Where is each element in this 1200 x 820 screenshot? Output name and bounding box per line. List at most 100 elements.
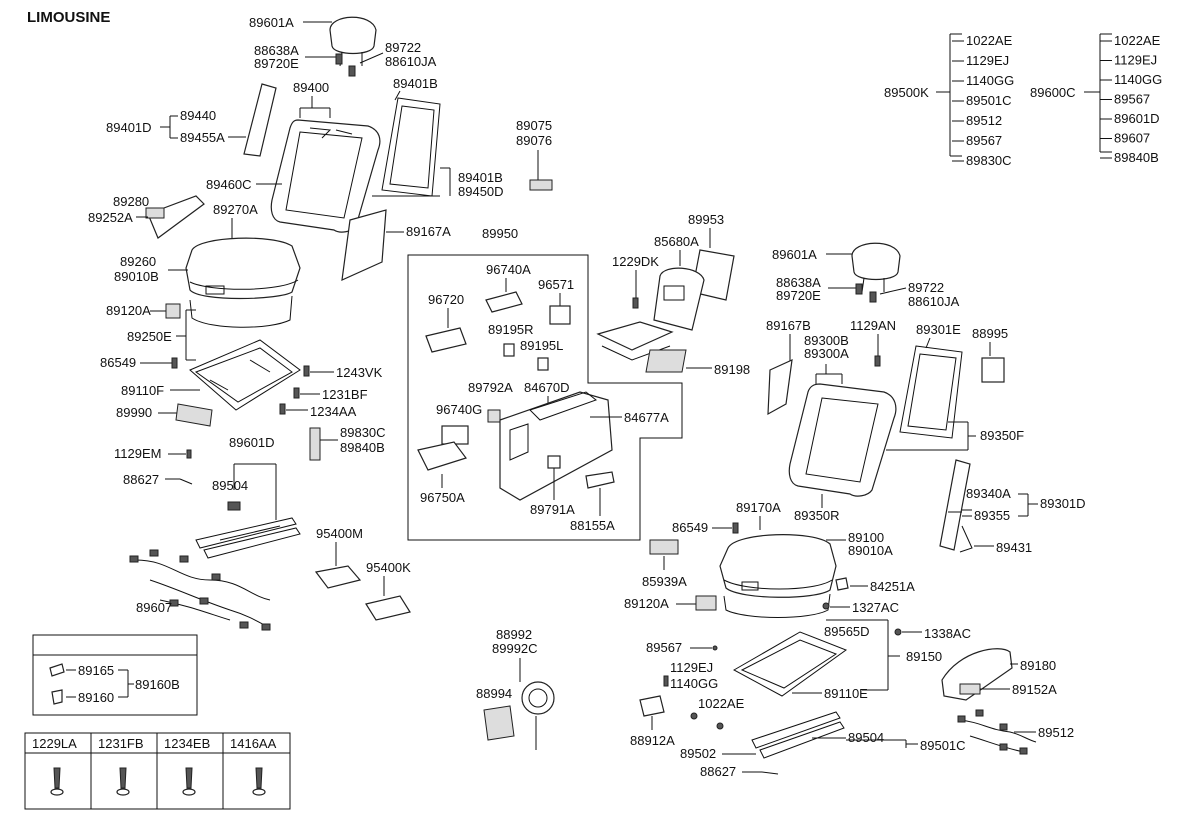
label-89120A: 89120A	[106, 303, 151, 318]
label-96740A: 96740A	[486, 262, 531, 277]
label-89953: 89953	[688, 212, 724, 227]
guide-pin	[335, 53, 343, 65]
label-85939A: 85939A	[642, 574, 687, 589]
label-89450D: 89450D	[458, 184, 504, 199]
screw	[663, 675, 669, 687]
label-88627-right: 88627	[700, 764, 736, 779]
label-89110F: 89110F	[121, 383, 164, 398]
label-89950: 89950	[482, 226, 518, 241]
label-89460C: 89460C	[206, 177, 252, 192]
label-89990: 89990	[116, 405, 152, 420]
label-84251A: 84251A	[870, 579, 915, 594]
group-child-label: 1129EJ	[966, 53, 1009, 68]
label-89270A: 89270A	[213, 202, 258, 217]
label-89301D: 89301D	[1040, 496, 1086, 511]
module-95400M	[314, 565, 362, 589]
label-89170A: 89170A	[736, 500, 781, 515]
seat-rail-left	[195, 517, 301, 559]
group-child-label: 89601D	[1114, 111, 1160, 126]
group-child-label: 89512	[966, 113, 1002, 128]
label-1327AC: 1327AC	[852, 600, 899, 615]
label-89601D: 89601D	[229, 435, 275, 450]
label-89300B: 89300B	[804, 333, 849, 348]
seat-cover-clip	[165, 303, 181, 319]
group-child-label: 89830C	[966, 153, 1012, 168]
label-88610JA-right: 88610JA	[908, 294, 960, 309]
guide-pin	[869, 291, 877, 303]
screw-icon	[116, 767, 130, 796]
label-1129EJ: 1129EJ	[670, 660, 713, 675]
label-89720E-right: 89720E	[776, 288, 821, 303]
label-89350F: 89350F	[980, 428, 1024, 443]
label-1140GG: 1140GG	[670, 676, 718, 691]
label-89720E: 89720E	[254, 56, 299, 71]
cushion-frame-right	[732, 631, 848, 697]
armrest-left	[145, 195, 205, 239]
cover-89195L	[537, 357, 549, 371]
group-child-label: 89607	[1114, 131, 1150, 146]
label-89160: 89160	[78, 690, 114, 705]
switch-96740A	[485, 291, 523, 313]
group-child-label: 89501C	[966, 93, 1012, 108]
table-header-1229LA: 1229LA	[32, 736, 77, 751]
label-95400M: 95400M	[316, 526, 363, 541]
diagram-title: LIMOUSINE	[27, 9, 110, 26]
label-88994: 88994	[476, 686, 512, 701]
nut	[690, 712, 698, 720]
label-96571: 96571	[538, 277, 574, 292]
label-85680A: 85680A	[654, 234, 699, 249]
label-89440: 89440	[180, 108, 216, 123]
seat-back-right	[788, 383, 897, 497]
seat-cover-clip-right	[695, 595, 717, 611]
label-89100: 89100	[848, 530, 884, 545]
switch-96740G	[441, 425, 469, 445]
label-1022AE: 1022AE	[698, 696, 745, 711]
screw	[632, 297, 639, 309]
label-1231BF: 1231BF	[322, 387, 368, 402]
seat-cushion-right	[719, 534, 837, 618]
lamp-89791A	[547, 455, 561, 469]
label-89567: 89567	[646, 640, 682, 655]
group-child-label: 1022AE	[1114, 33, 1161, 48]
headrest-left	[329, 16, 377, 67]
panel-96750A	[417, 441, 467, 471]
label-89500K: 89500K	[884, 85, 929, 100]
cushion-frame-left	[189, 339, 301, 411]
screw-icon	[50, 767, 64, 796]
label-89340A: 89340A	[966, 486, 1011, 501]
module-95400K	[365, 595, 411, 621]
group-child-label: 89567	[1114, 92, 1150, 107]
side-panel-right	[939, 459, 971, 551]
screw-icon	[182, 767, 196, 796]
label-86549: 86549	[100, 355, 136, 370]
blower-motor	[521, 681, 555, 750]
label-88627: 88627	[123, 472, 159, 487]
table-header-1416AA: 1416AA	[230, 736, 277, 751]
label-89355: 89355	[974, 508, 1010, 523]
seat-back-left	[270, 119, 381, 233]
seat-cushion-left	[185, 237, 301, 328]
screw-icon	[252, 767, 266, 796]
bolt	[171, 357, 178, 369]
clip	[712, 645, 718, 651]
label-89152A: 89152A	[1012, 682, 1057, 697]
label-88610JA: 88610JA	[385, 54, 437, 69]
seat-rail-right	[751, 711, 845, 759]
label-89502: 89502	[680, 746, 716, 761]
cover-89195R	[503, 343, 515, 357]
bolt	[303, 365, 310, 377]
label-96750A: 96750A	[420, 490, 465, 505]
console-group-box	[407, 254, 683, 541]
mat-89198	[645, 349, 687, 373]
label-1129EM: 1129EM	[114, 446, 161, 461]
label-89840B: 89840B	[340, 440, 385, 455]
group-child-label: 1022AE	[966, 33, 1013, 48]
label-88995: 88995	[972, 326, 1008, 341]
label-89195L: 89195L	[520, 338, 563, 353]
nut	[716, 722, 724, 730]
wiring-harness-89512	[957, 709, 1037, 755]
label-1243VK: 1243VK	[336, 365, 383, 380]
